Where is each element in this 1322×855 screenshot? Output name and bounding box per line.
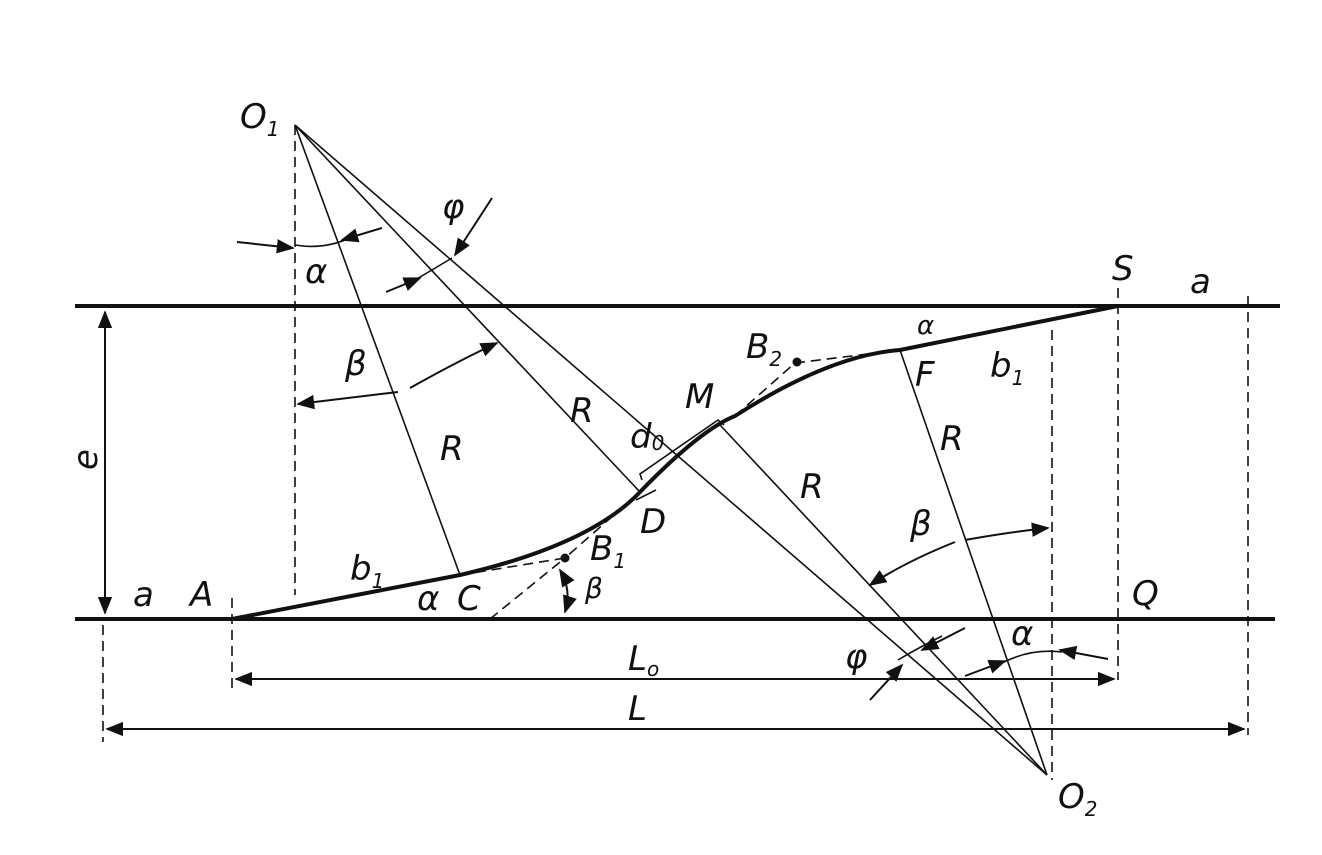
label-L: L xyxy=(628,689,647,729)
label-O1: O1 xyxy=(240,97,280,141)
label-S: S xyxy=(1112,249,1134,289)
label-beta-right: β xyxy=(909,504,932,544)
beta-small-arc xyxy=(559,568,577,614)
label-beta-small: β xyxy=(584,572,603,605)
label-M: M xyxy=(685,377,714,417)
label-A: A xyxy=(188,575,213,615)
beta-arc-right xyxy=(964,522,1050,541)
label-C: C xyxy=(457,579,481,619)
label-alpha-top-right: α xyxy=(917,311,934,341)
radius-O2-F xyxy=(899,349,1048,776)
alpha-arrow-right xyxy=(340,227,383,243)
point-B1 xyxy=(560,553,570,563)
label-a-right: a xyxy=(1190,262,1211,302)
beta-arrow-right xyxy=(868,541,956,586)
label-R-mid-lower: R xyxy=(800,467,824,507)
alpha-arrow-bottom-left xyxy=(964,659,1007,677)
d0-bracket xyxy=(639,418,725,481)
phi-arrow-top-right xyxy=(454,197,493,257)
label-R-left: R xyxy=(440,429,464,469)
radius-O1-C xyxy=(294,124,461,576)
radius-O2-M xyxy=(719,424,1048,776)
beta-dashed-line xyxy=(489,557,566,620)
beta-arc-left xyxy=(409,342,499,389)
label-R-mid-upper: R xyxy=(570,391,594,431)
label-e: e xyxy=(66,449,106,470)
alpha-arrow-bottom-right xyxy=(1058,645,1109,661)
label-beta-left: β xyxy=(344,344,367,384)
label-D: D xyxy=(640,502,666,542)
phi-arrow-bottom-left xyxy=(869,663,904,701)
label-F: F xyxy=(915,355,935,395)
label-O2: O2 xyxy=(1058,777,1098,821)
phi-arrow-top-left xyxy=(385,277,422,293)
label-b1-left: b1 xyxy=(350,549,384,593)
alpha-arrow-left xyxy=(236,239,295,254)
label-phi-top: φ xyxy=(442,187,465,227)
label-alpha-bottom-left: α xyxy=(417,579,439,619)
label-L0: Lo xyxy=(628,639,659,681)
label-alpha-bottom-right: α xyxy=(1011,614,1033,654)
reverse-curve xyxy=(231,304,1119,621)
tangent-dashed-lower xyxy=(459,491,641,576)
label-R-right: R xyxy=(940,419,964,459)
alpha-arc-O1 xyxy=(294,236,353,248)
label-b1-right: b1 xyxy=(990,346,1024,390)
beta-arrow-left xyxy=(296,391,399,410)
label-Q: Q xyxy=(1132,574,1159,614)
d0-tick-D xyxy=(635,489,657,501)
phi-arc-top xyxy=(414,257,453,281)
label-alpha-top-left: α xyxy=(305,252,327,292)
point-B2 xyxy=(792,357,802,367)
label-a-left: a xyxy=(133,575,154,615)
radius-O1-D xyxy=(294,124,641,493)
label-d0: d0 xyxy=(630,417,664,457)
label-B1: B1 xyxy=(590,529,626,573)
label-phi-bottom: φ xyxy=(845,637,868,677)
line-O1-O2 xyxy=(294,124,1048,776)
phi-arrow-bottom-right xyxy=(920,627,966,651)
label-B2: B2 xyxy=(746,327,782,371)
